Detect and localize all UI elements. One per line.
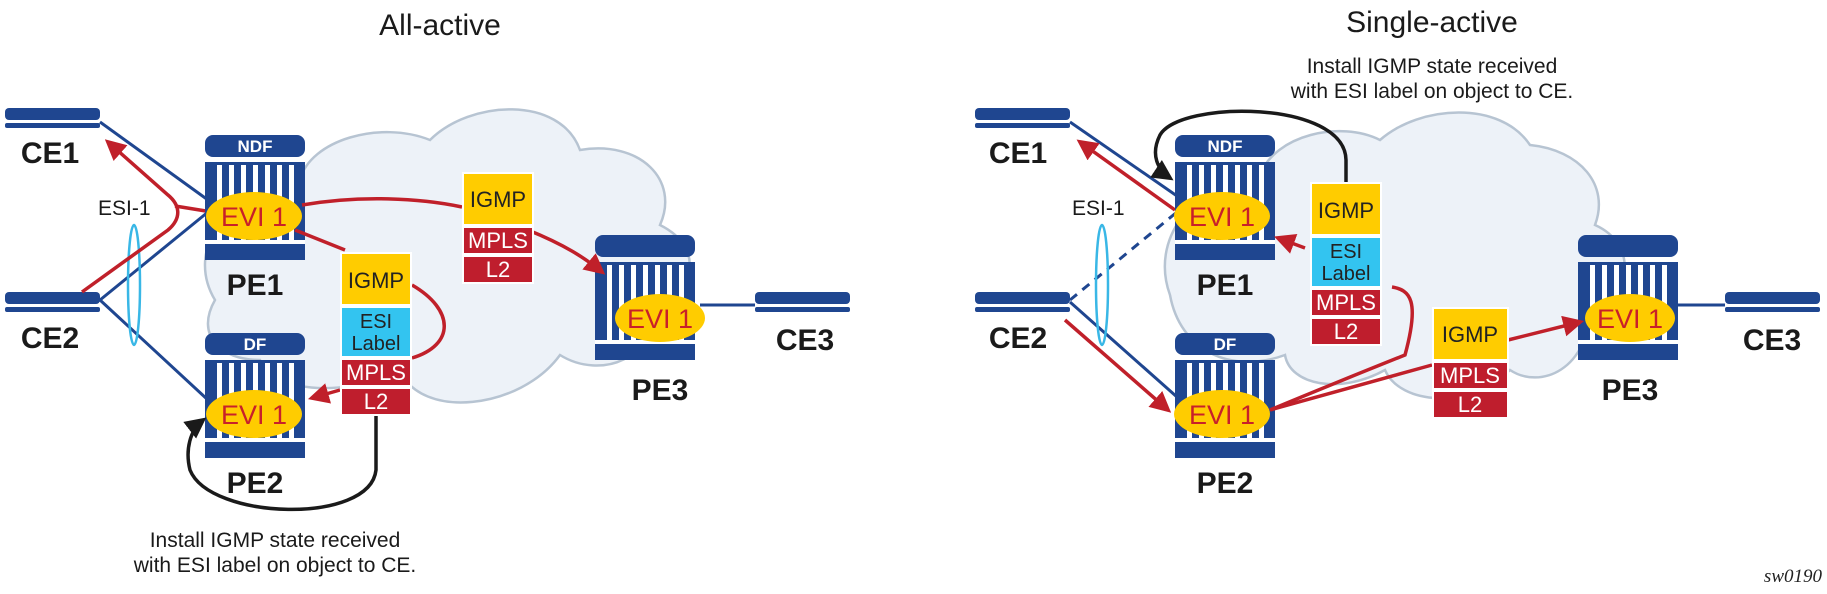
- pe1-role: NDF: [1208, 137, 1243, 156]
- figure-id: sw0190: [1764, 566, 1823, 587]
- note-line-1: Install IGMP state received: [1307, 55, 1558, 78]
- packet-igmp-mpls-l2: IGMP MPLS L2: [462, 172, 534, 284]
- link-ce2-pe2: [98, 298, 210, 402]
- ce1-device: [975, 108, 1070, 128]
- note-line-1: Install IGMP state received: [150, 529, 401, 552]
- pe2-label: PE2: [1197, 467, 1254, 500]
- pe3-evi-label: EVI 1: [1597, 304, 1663, 334]
- pe1-role: NDF: [238, 137, 273, 156]
- flow-ce2-to-ce1: [80, 139, 180, 294]
- pe1-label: PE1: [1197, 269, 1254, 302]
- note-line-2: with ESI label on object to CE.: [1290, 80, 1574, 103]
- packet-layer-mpls: MPLS: [346, 360, 406, 385]
- packet-layer-igmp: IGMP: [1318, 198, 1374, 223]
- pe2-evi-label: EVI 1: [221, 400, 287, 430]
- flow-pe1-to-packet: [301, 197, 463, 209]
- pe1-label: PE1: [227, 269, 284, 302]
- flow-pe1-to-esi-packet: [294, 228, 346, 252]
- ce3-label: CE3: [776, 324, 834, 357]
- packet-layer-l2: L2: [1458, 392, 1482, 417]
- flow-pe1-to-ce1: [1076, 139, 1177, 212]
- pe2-evi: [206, 390, 302, 438]
- ce1-label: CE1: [989, 137, 1047, 170]
- pe2-evi-label: EVI 1: [1189, 400, 1255, 430]
- ce2-device: [5, 292, 100, 312]
- ce1-device: [5, 108, 100, 128]
- ce2-label: CE2: [21, 322, 79, 355]
- ce2-device: [975, 292, 1070, 312]
- note-line-2: with ESI label on object to CE.: [133, 554, 417, 577]
- flow-pe2-to-packet: [1269, 363, 1433, 412]
- link-ce1-pe1: [99, 120, 209, 202]
- ce3-label: CE3: [1743, 324, 1801, 357]
- link-ce1-pe1: [1069, 120, 1178, 198]
- flow-ce2-to-pe2: [1063, 318, 1172, 413]
- link-ce2-pe1: [99, 210, 209, 302]
- packet-layer-igmp: IGMP: [1442, 322, 1498, 347]
- pe3-label: PE3: [1602, 374, 1659, 407]
- panel-title: Single-active: [1346, 6, 1518, 39]
- pe2-role: DF: [1214, 335, 1237, 354]
- panel-single-active: Single-active Install IGMP state receive…: [975, 6, 1820, 500]
- packet-layer-mpls: MPLS: [468, 228, 528, 253]
- install-state-arrow: [1150, 109, 1348, 182]
- ce1-label: CE1: [21, 137, 79, 170]
- ce2-label: CE2: [989, 322, 1047, 355]
- pe1-evi-label: EVI 1: [1189, 202, 1255, 232]
- pe2-role: DF: [244, 335, 267, 354]
- flow-to-pe3: [527, 228, 606, 275]
- packet-layer-l2: L2: [1334, 319, 1358, 344]
- pe1-evi-label: EVI 1: [221, 202, 287, 232]
- esi-label: ESI-1: [98, 197, 151, 220]
- ce3-device: [1725, 292, 1820, 312]
- packet-layer-igmp: IGMP: [348, 268, 404, 293]
- packet-layer-igmp: IGMP: [470, 187, 526, 212]
- pe1-evi: [206, 192, 302, 240]
- pe3-evi: [1585, 294, 1675, 342]
- ce3-device: [755, 292, 850, 312]
- packet-layer-l2: L2: [364, 389, 388, 414]
- esi-label: ESI-1: [1072, 197, 1125, 220]
- pe3-evi-label: EVI 1: [627, 304, 693, 334]
- flow-esi-loop: [411, 283, 446, 360]
- packet-igmp-mpls-l2: IGMP MPLS L2: [1432, 307, 1509, 419]
- packet-layer-mpls: MPLS: [1316, 290, 1376, 315]
- pe3-label: PE3: [632, 374, 689, 407]
- packet-layer-l2: L2: [486, 257, 510, 282]
- install-state-arrow: [183, 416, 378, 512]
- pe2-label: PE2: [227, 467, 284, 500]
- packet-layer-mpls: MPLS: [1440, 363, 1500, 388]
- pe3-evi: [615, 294, 705, 342]
- panel-all-active: All-active CE1 CE2 CE3 ESI-1: [5, 9, 850, 577]
- flow-to-pe1: [1274, 233, 1306, 254]
- flow-to-pe2: [307, 383, 341, 404]
- esi-ring: [126, 223, 142, 347]
- panel-title: All-active: [379, 9, 501, 42]
- link-ce2-pe2: [1069, 300, 1178, 399]
- flow-pe2-to-esi-packet: [1269, 285, 1414, 412]
- pe1-evi: [1174, 192, 1270, 240]
- pe2-evi: [1174, 390, 1270, 438]
- link-ce2-pe1-standby: [1069, 210, 1178, 302]
- flow-to-pe3: [1507, 315, 1585, 342]
- esi-ring: [1094, 223, 1110, 347]
